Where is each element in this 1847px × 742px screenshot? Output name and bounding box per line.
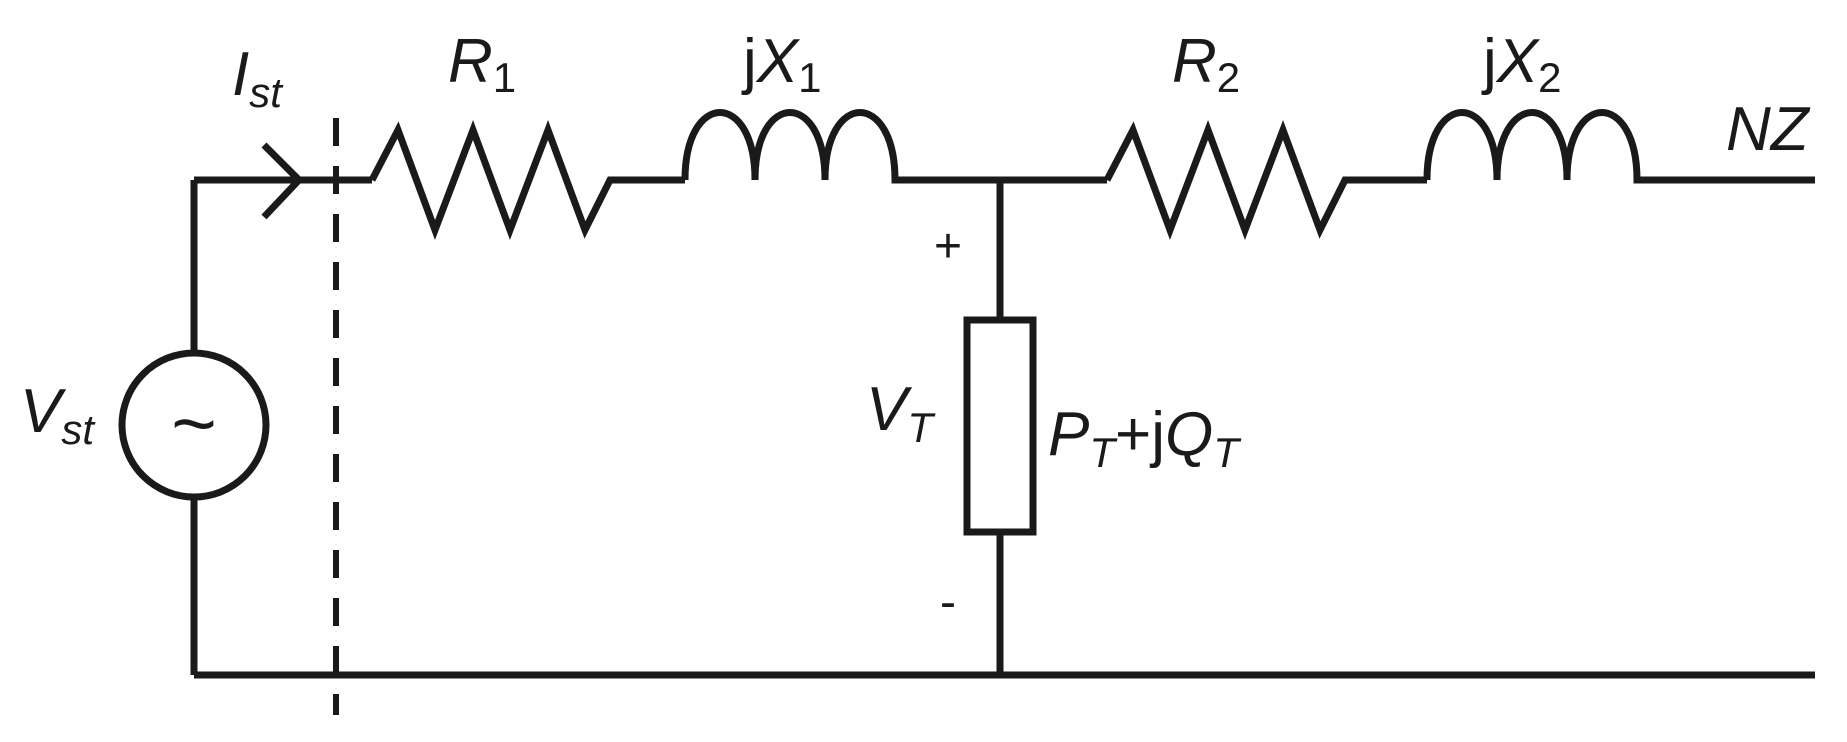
label-vt: VT (866, 375, 936, 451)
resistor-r1 (368, 120, 685, 240)
label-r1: R1 (448, 27, 516, 101)
label-plus: + (934, 220, 962, 273)
label-r2: R2 (1172, 27, 1240, 101)
label-jx1: jX1 (741, 27, 822, 101)
label-jx2: jX2 (1481, 27, 1562, 101)
label-current-ist: Ist (232, 40, 284, 116)
label-nz: NZ (1726, 95, 1811, 164)
ac-source-symbol-icon: ~ (171, 379, 217, 467)
resistor-r2 (1103, 120, 1427, 240)
label-source-vst: Vst (20, 377, 96, 453)
inductor-x1 (681, 109, 1000, 184)
inductor-x2 (1423, 109, 1815, 184)
label-minus: - (940, 576, 956, 629)
label-load-pt-jqt: PT+jQT (1048, 400, 1242, 476)
current-arrow-icon (261, 142, 304, 220)
load-impedance-box (963, 316, 1037, 536)
ac-voltage-source (118, 349, 270, 501)
